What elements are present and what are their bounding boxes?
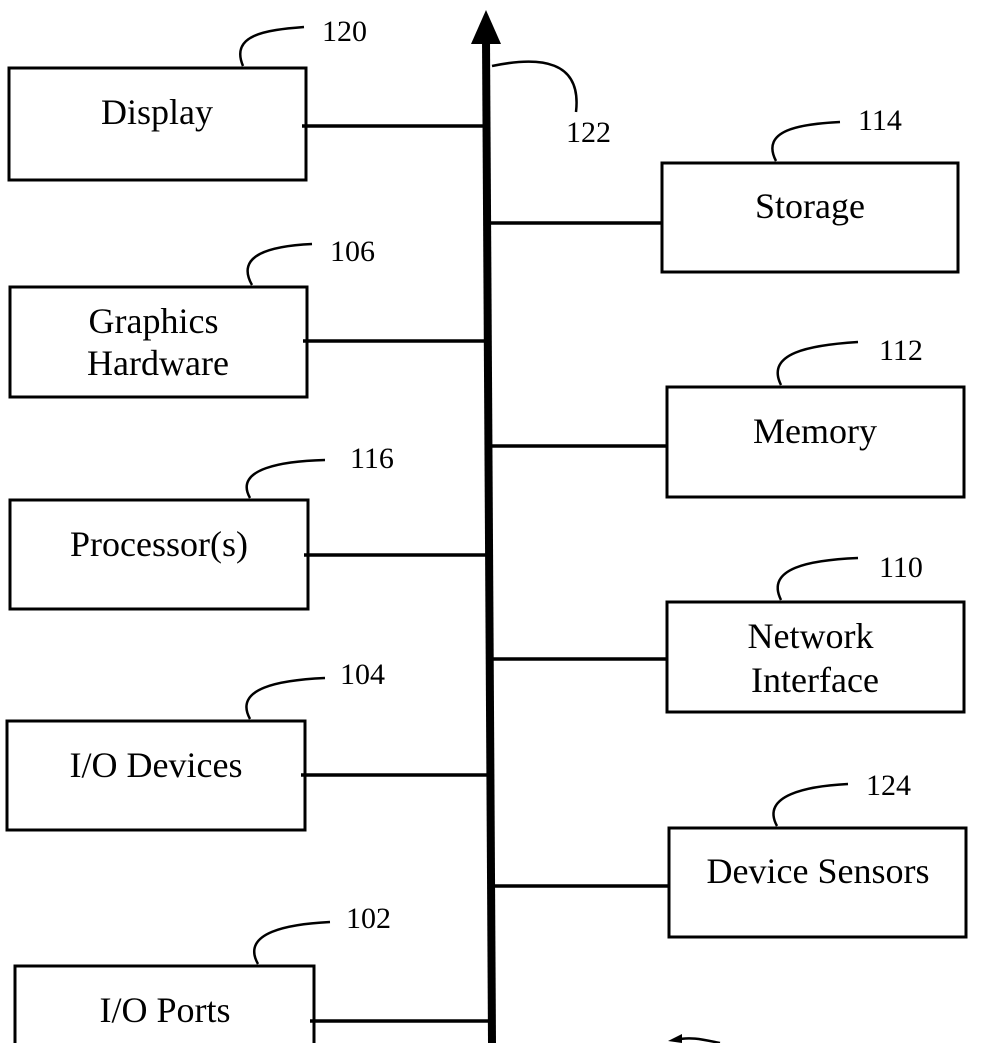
- storage-label: Storage: [755, 186, 865, 226]
- sensors-block: Device Sensors 124: [493, 769, 968, 939]
- processor-block: Processor(s) 116: [8, 442, 488, 611]
- io-ports-ref-number: 102: [346, 902, 391, 935]
- system-bus: 122: [471, 10, 611, 1043]
- network-ref-number: 110: [879, 551, 923, 584]
- processor-leader-line: [245, 458, 326, 499]
- graphics-box: [8, 285, 309, 399]
- network-leader-line: [776, 556, 859, 601]
- memory-block: Memory 112: [491, 334, 966, 499]
- storage-leader-line: [771, 120, 841, 162]
- io-devices-block: I/O Devices 104: [5, 658, 489, 832]
- memory-ref-number: 112: [879, 334, 923, 367]
- bus-leader-line: [491, 60, 578, 113]
- io-ports-leader-line: [253, 920, 331, 965]
- network-block: Network Interface 110: [492, 551, 966, 714]
- display-block: Display 120: [7, 15, 486, 182]
- io-devices-leader-line: [245, 676, 326, 720]
- partial-arrowhead: [668, 1034, 682, 1043]
- memory-label: Memory: [753, 411, 877, 451]
- io-ports-label: I/O Ports: [99, 990, 230, 1030]
- io-devices-box: [5, 719, 307, 832]
- display-box: [7, 66, 308, 182]
- io-devices-label: I/O Devices: [70, 745, 243, 785]
- bus-line: [482, 39, 496, 1043]
- io-ports-box: [13, 964, 316, 1043]
- sensors-box: [667, 826, 968, 939]
- network-label: Network Interface: [748, 616, 883, 700]
- io-devices-ref-number: 104: [340, 658, 385, 691]
- graphics-ref-number: 106: [330, 235, 375, 268]
- graphics-block: Graphics Hardware 106: [8, 235, 487, 399]
- storage-box: [660, 161, 960, 274]
- storage-block: Storage 114: [490, 104, 960, 274]
- sensors-ref-number: 124: [866, 769, 911, 802]
- processor-label: Processor(s): [70, 524, 248, 564]
- io-ports-block: I/O Ports 102: [13, 902, 490, 1043]
- partial-leader-line: [675, 1037, 721, 1043]
- display-leader-line: [239, 25, 305, 67]
- display-label: Display: [101, 92, 213, 132]
- bus-arrowhead: [471, 10, 501, 44]
- sensors-label: Device Sensors: [707, 851, 930, 891]
- bus-ref-number: 122: [566, 116, 611, 149]
- display-ref-number: 120: [322, 15, 367, 48]
- graphics-label: Graphics Hardware: [87, 301, 229, 383]
- memory-box: [665, 385, 966, 499]
- storage-ref-number: 114: [858, 104, 902, 137]
- processor-ref-number: 116: [350, 442, 394, 475]
- graphics-leader-line: [246, 242, 313, 286]
- sensors-leader-line: [772, 782, 849, 827]
- memory-leader-line: [776, 340, 859, 386]
- network-box: [665, 600, 966, 714]
